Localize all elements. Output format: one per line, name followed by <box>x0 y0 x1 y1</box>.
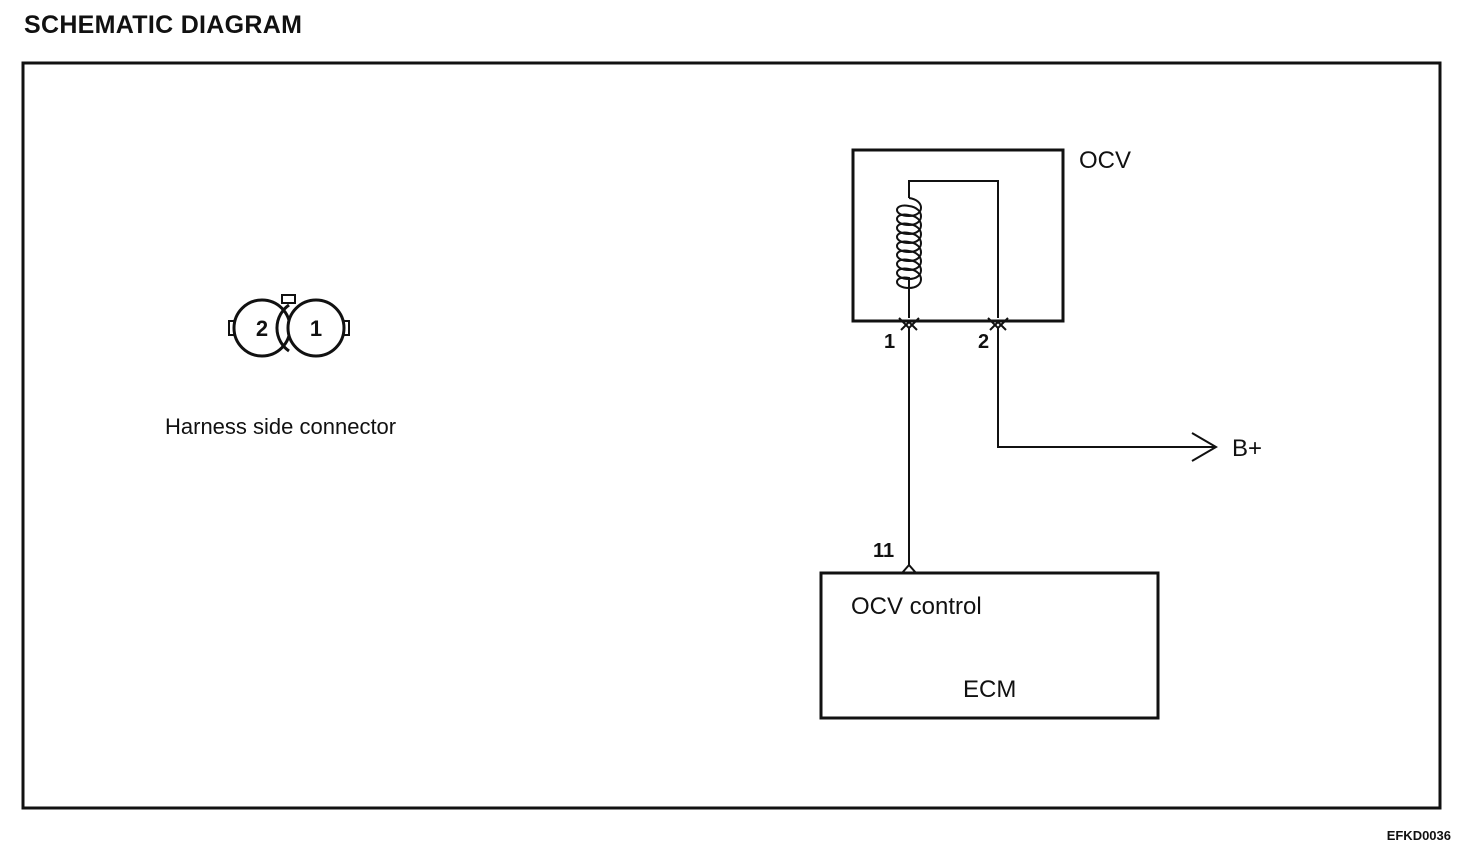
wire-ocv-pin2-to-battery <box>997 328 1216 448</box>
ocv-component: OCV 1 2 <box>851 147 1131 353</box>
ecm-box <box>819 571 1160 720</box>
battery-arrow-icon <box>1191 432 1218 462</box>
battery-positive-label: B+ <box>1232 435 1262 462</box>
connector-pin-1-label: 1 <box>310 316 322 341</box>
ocv-pin-1-terminal-lower-icon <box>900 320 918 331</box>
ocv-inner-wire <box>908 180 999 318</box>
ocv-label: OCV <box>1079 147 1131 174</box>
connector-latch <box>281 294 296 304</box>
ocv-pin-2-terminal-lower-icon <box>989 320 1007 331</box>
ecm-label: ECM <box>963 676 1016 703</box>
ecm-component: 11 OCV control ECM <box>819 540 1160 720</box>
ocv-pin-2-label: 2 <box>978 331 989 353</box>
connector-pin-2-label: 2 <box>256 316 268 341</box>
diagram-frame <box>21 61 1442 810</box>
page-title: SCHEMATIC DIAGRAM <box>24 11 303 39</box>
ocv-coil-icon <box>896 197 922 300</box>
ocv-box <box>851 148 1065 323</box>
connector-pin-1-circle <box>286 298 346 358</box>
harness-connector: 2 1 <box>228 294 350 358</box>
connector-overlap-arc <box>275 303 290 353</box>
ecm-pin-label: 11 <box>873 540 894 562</box>
connector-caption: Harness side connector <box>165 414 396 439</box>
ecm-function-label: OCV control <box>851 593 982 620</box>
ocv-pin-1-label: 1 <box>884 331 895 353</box>
figure-reference-code: EFKD0036 <box>1387 828 1451 843</box>
